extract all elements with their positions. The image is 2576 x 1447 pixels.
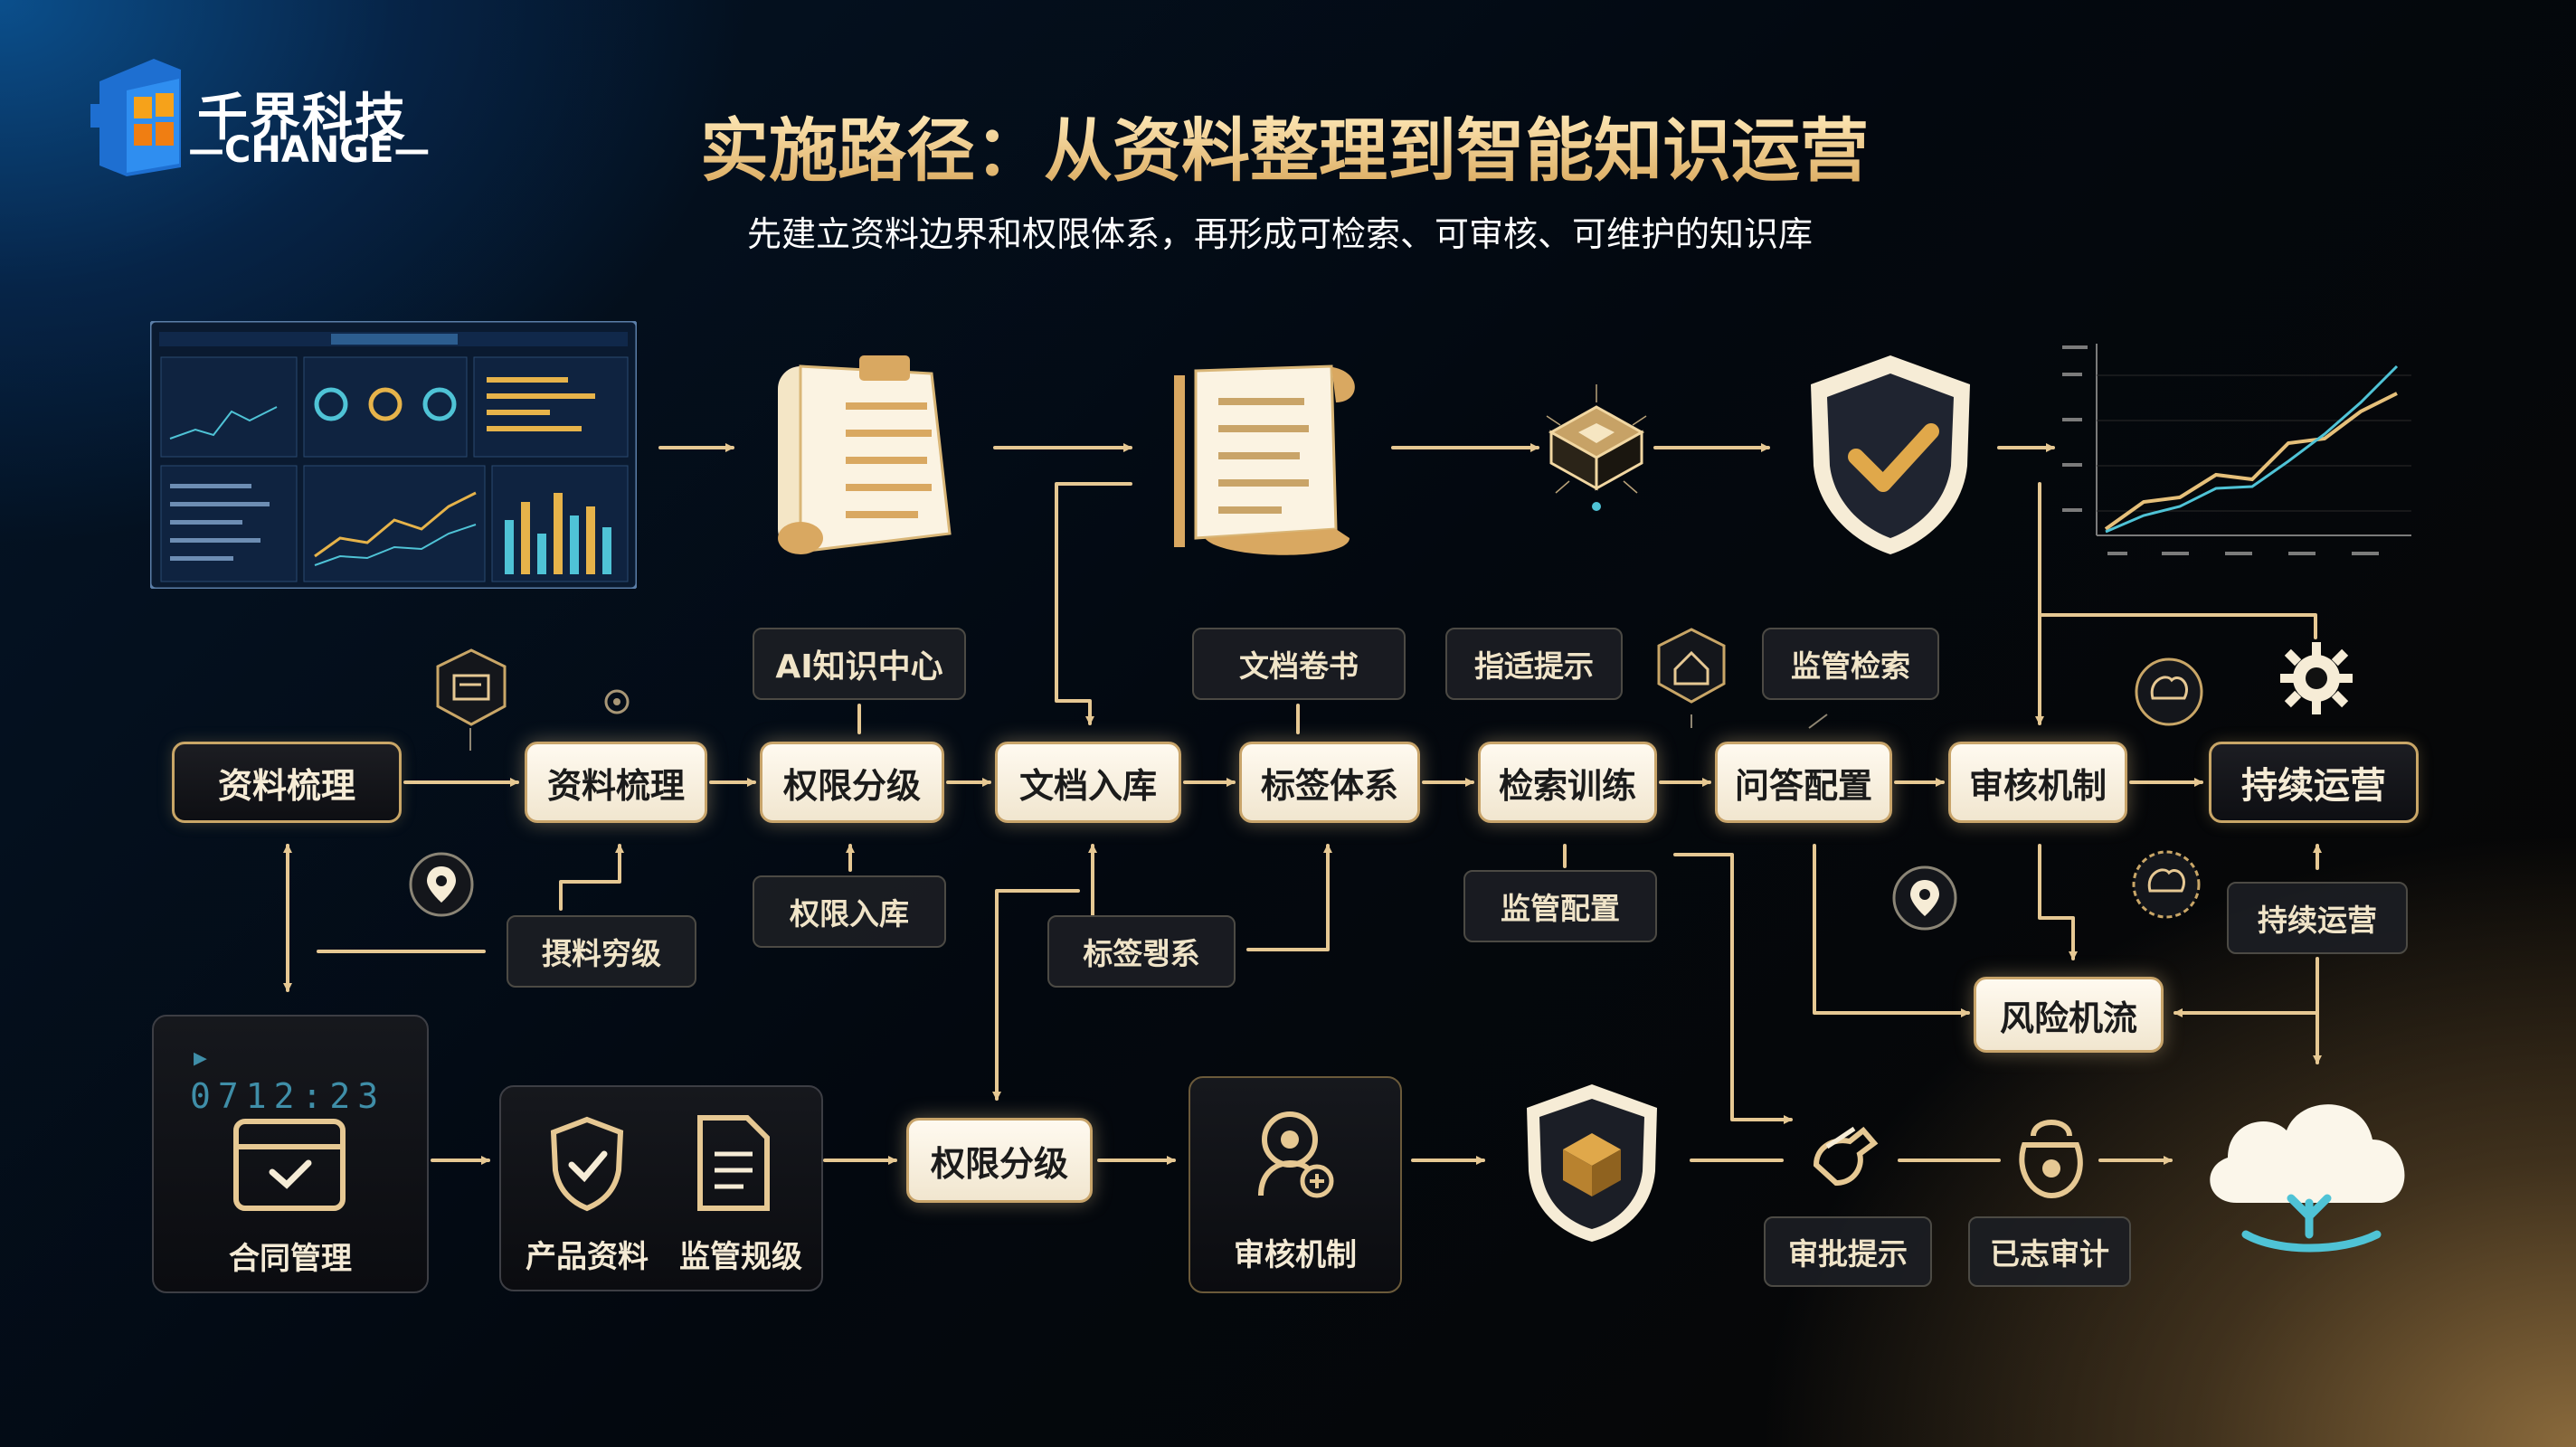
- supervise-label: 监管规级: [679, 1239, 802, 1275]
- brand-name-en: —CHANGE—: [188, 129, 431, 171]
- log-bag-icon: [2019, 1120, 2083, 1199]
- label-hint: 指适提示: [1445, 628, 1623, 700]
- clipboard-icon: [778, 355, 952, 554]
- label-under-c: 标签뢩系: [1047, 915, 1236, 988]
- bottom-perm-node[interactable]: 权限分级: [906, 1118, 1093, 1203]
- flow-node-2[interactable]: 资料梳理: [525, 742, 707, 823]
- label-under-f: 持续运营: [2227, 882, 2408, 954]
- brand-name-cn: 千界科技: [197, 89, 407, 147]
- secure-cube-shield-icon: [1527, 1084, 1657, 1242]
- trend-chart-icon: [2062, 344, 2411, 555]
- page-title-text: 实施路径：从资料整理到智能知识运营: [700, 110, 1869, 191]
- location-pin-icon: [409, 852, 474, 917]
- flow-node-6[interactable]: 检索训练: [1478, 742, 1657, 823]
- approve-label: 审批提示: [1764, 1216, 1932, 1287]
- page-title: 实施路径：从资料整理到智能知识运营: [696, 95, 1872, 194]
- cabinet-badge-icon: [436, 648, 507, 726]
- product-panel[interactable]: 产品资料 监管规级: [499, 1085, 823, 1291]
- product-label: 产品资料: [526, 1239, 649, 1275]
- document-small-icon: [697, 1115, 770, 1211]
- label-supervise-search: 监管检索: [1762, 628, 1939, 700]
- flow-node-5[interactable]: 标签体系: [1239, 742, 1420, 823]
- brand-mark-icon: [90, 59, 181, 176]
- audit-user-icon: [1258, 1111, 1334, 1198]
- label-under-a: 摂料穷级: [507, 915, 696, 988]
- contract-panel[interactable]: ▸ 0712:23 合同管理: [152, 1015, 429, 1293]
- flow-node-4[interactable]: 文档入库: [995, 742, 1181, 823]
- hud-readout: ▸ 0712:23: [190, 1036, 386, 1116]
- location-small-icon: [604, 689, 630, 714]
- log-label: 已志审计: [1968, 1216, 2131, 1287]
- approval-hand-icon: [1813, 1126, 1879, 1187]
- location-pin-icon-2: [1892, 865, 1957, 931]
- audit-label: 审核机制: [1234, 1237, 1357, 1273]
- house-badge-icon: [1657, 628, 1726, 704]
- brain-badge-icon-2: [2132, 850, 2201, 919]
- page-subtitle: 先建立资料边界和权限体系，再形成可检索、可审核、可维护的知识库: [746, 214, 1813, 254]
- flow-node-9[interactable]: 持续运营: [2209, 742, 2419, 823]
- contract-label: 合同管理: [229, 1241, 352, 1277]
- brand-logo: 千界科技 —CHANGE—: [90, 50, 434, 185]
- contract-card-icon: [233, 1119, 346, 1211]
- gear-icon: [2280, 642, 2353, 714]
- flow-node-risk[interactable]: 风险机流: [1974, 977, 2164, 1053]
- flow-node-3[interactable]: 权限分级: [760, 742, 944, 823]
- data-cube-icon: [1546, 384, 1647, 511]
- brain-badge-icon: [2135, 657, 2203, 726]
- dashboard-screen-icon: [150, 321, 637, 589]
- audit-panel[interactable]: 审核机制: [1189, 1076, 1402, 1293]
- document-scroll-icon: [1174, 364, 1355, 555]
- flow-node-1[interactable]: 资料梳理: [172, 742, 402, 823]
- flow-node-8[interactable]: 审核机制: [1948, 742, 2127, 823]
- shield-check-icon: [1811, 355, 1970, 554]
- label-ai-center: AI知识中心: [753, 628, 966, 700]
- label-under-b: 权限入库: [753, 875, 946, 948]
- shield-check-small-icon: [550, 1116, 624, 1212]
- label-doc-volume: 文档卷书: [1192, 628, 1406, 700]
- label-under-d: 监管配置: [1463, 870, 1657, 942]
- flow-node-7[interactable]: 问答配置: [1715, 742, 1892, 823]
- cloud-knowledge-icon: [2210, 1104, 2405, 1253]
